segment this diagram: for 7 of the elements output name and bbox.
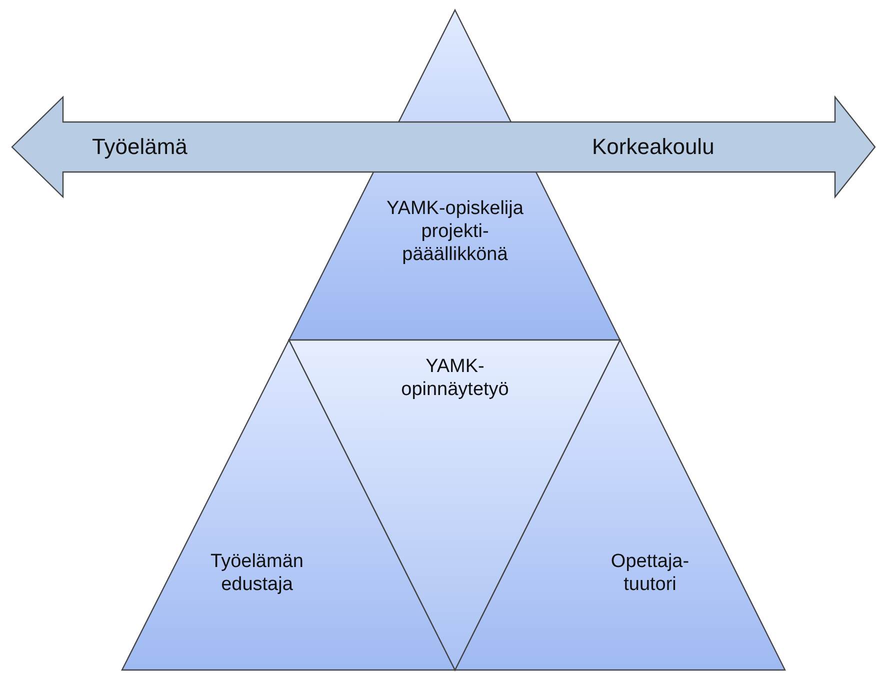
node-label: Korkeakoulu — [592, 134, 716, 160]
node-label: Opettaja-tuutori — [610, 550, 690, 596]
node-label: Työelämä — [92, 134, 188, 160]
double-arrow-shape — [12, 97, 875, 197]
node-label: YAMK-opiskelija projekti-pääällikkönä — [386, 197, 524, 266]
node-label: Työelämän edustaja — [210, 550, 304, 596]
node-label: YAMK-opinnäytetyö — [400, 355, 510, 401]
